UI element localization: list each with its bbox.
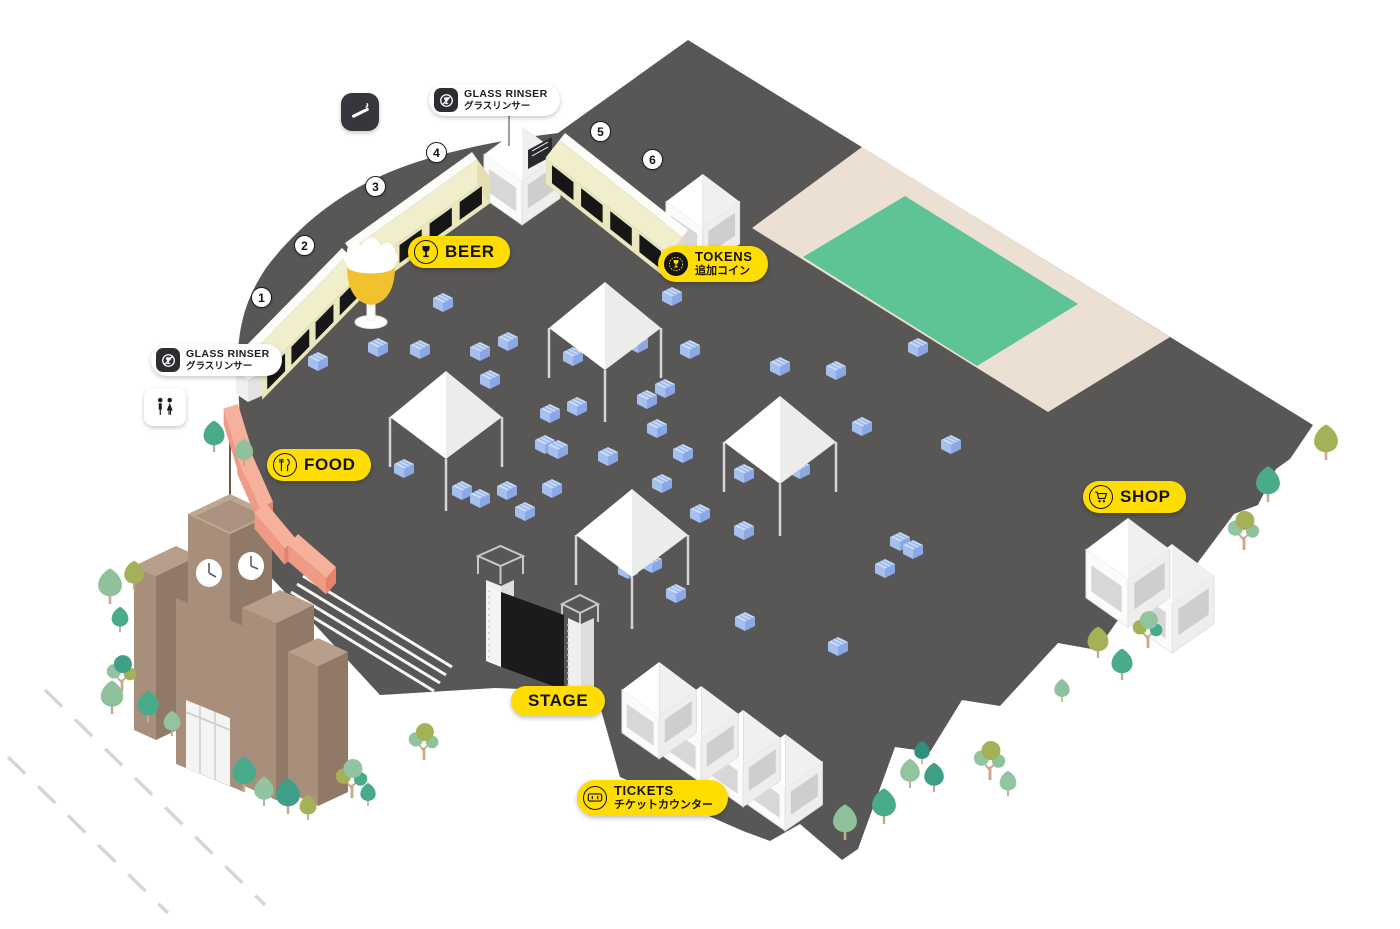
stage [475,544,601,698]
booth-number-3: 3 [365,176,386,197]
clock-tower-building [134,432,348,806]
tickets-text-jp: チケットカウンター [614,798,713,811]
road-markings [6,688,267,915]
ticket-icon [583,785,607,810]
ticket-counter-tents [621,662,823,832]
canopy-tents [388,282,838,629]
stage-area-label: STAGE [511,686,606,716]
booth-number-4: 4 [426,142,447,163]
tickets-text: TICKETS [614,783,674,798]
goblet-icon [414,240,438,264]
beer-glass-illustration [344,238,398,329]
restroom-icon [144,388,186,426]
glass-rinser-text: GLASS RINSER [186,348,270,360]
glass-rinser-label-left: GLASS RINSER グラスリンサー [151,344,282,376]
token-coin-icon [664,251,688,276]
glass-rinser-label-top: GLASS RINSER グラスリンサー [429,84,560,116]
beer-area-label: BEER [408,236,510,268]
food-area-text: FOOD [304,455,356,474]
tokens-label: TOKENS 追加コイン [658,246,768,282]
booth-number-5: 5 [590,121,611,142]
glass-rinser-text: GLASS RINSER [464,88,548,100]
glass-rinser-text-jp: グラスリンサー [464,100,531,112]
glass-rinser-icon [156,348,180,372]
tokens-text-jp: 追加コイン [695,264,750,277]
shop-area-label: SHOP [1083,481,1186,513]
booth-number-2: 2 [294,235,315,256]
trees [98,420,1338,840]
stage-area-text: STAGE [528,691,589,710]
tickets-label: TICKETS チケットカウンター [577,780,728,816]
glass-rinser-pointer-line [508,116,510,146]
glass-rinser-text-jp: グラスリンサー [186,360,253,372]
booth-number-6: 6 [642,149,663,170]
cart-icon [1089,485,1113,509]
beer-area-text: BEER [445,242,495,261]
food-area-label: FOOD [267,449,371,481]
smoking-area-icon [341,93,379,131]
glass-rinser-icon [434,88,458,112]
tokens-text: TOKENS [695,249,753,264]
booth-number-1: 1 [251,287,272,308]
fork-knife-icon [273,453,297,477]
shop-area-text: SHOP [1120,487,1171,506]
lawn [803,196,1078,366]
